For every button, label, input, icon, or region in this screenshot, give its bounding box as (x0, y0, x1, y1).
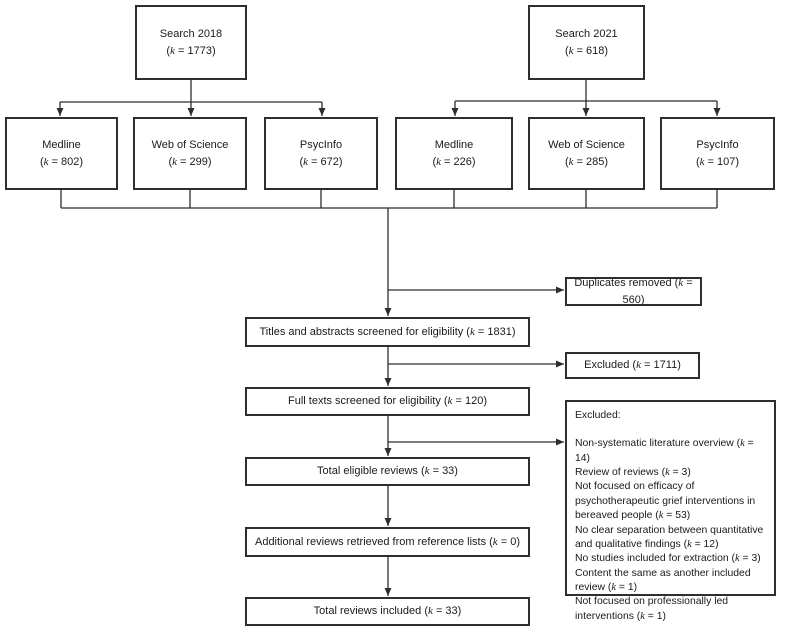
box-duplicates-removed: Duplicates removed (k = 560) (565, 277, 702, 306)
box-web-of-science-2018-label: Web of Science (151, 139, 229, 151)
box-web-of-science-2018-count: (k = 299) (168, 155, 212, 168)
box-additional-reviews: Additional reviews retrieved from refere… (245, 527, 530, 557)
box-psycinfo-2021-count: (k = 107) (695, 155, 740, 168)
box-psycinfo-2021: PsycInfo (k = 107) (660, 117, 775, 190)
box-medline-2021-label: Medline (434, 139, 474, 151)
box-total-included: Total reviews included (k = 33) (245, 597, 530, 626)
box-excluded-titles-label: Excluded (k = 1711) (584, 359, 681, 372)
excluded-detail-item: Content the same as another included rev… (575, 567, 751, 593)
box-psycinfo-2018-count: (k = 672) (299, 155, 343, 168)
excluded-detail-item: Non-systematic literature overview (k = … (575, 438, 754, 464)
box-titles-screened: Titles and abstracts screened for eligib… (245, 317, 530, 347)
excluded-detail-item: Review of reviews (k = 3) (575, 467, 691, 479)
box-full-texts-screened-label: Full texts screened for eligibility (k =… (287, 395, 487, 408)
box-psycinfo-2018: PsycInfo (k = 672) (264, 117, 378, 190)
box-search-2021-count: (k = 618) (564, 44, 609, 57)
box-additional-reviews-label: Additional reviews retrieved from refere… (254, 535, 521, 548)
box-total-included-label: Total reviews included (k = 33) (313, 605, 462, 618)
excluded-detail-title: Excluded: (575, 410, 621, 421)
excluded-detail-item: No clear separation between quantitative… (575, 524, 764, 550)
box-duplicates-removed-label: Duplicates removed (k = 560) (574, 277, 693, 306)
box-search-2021-label: Search 2021 (555, 28, 618, 40)
box-search-2018-count: (k = 1773) (166, 44, 216, 57)
box-web-of-science-2021: Web of Science (k = 285) (528, 117, 645, 190)
box-medline-2018-label: Medline (42, 139, 81, 151)
box-web-of-science-2021-label: Web of Science (548, 139, 625, 151)
box-psycinfo-2021-label: PsycInfo (696, 139, 739, 151)
box-search-2018: Search 2018 (k = 1773) (135, 5, 247, 80)
box-full-texts-screened: Full texts screened for eligibility (k =… (245, 387, 530, 416)
box-psycinfo-2018-label: PsycInfo (299, 139, 343, 151)
box-medline-2021-count: (k = 226) (432, 155, 476, 168)
box-total-eligible: Total eligible reviews (k = 33) (245, 457, 530, 486)
box-titles-screened-label: Titles and abstracts screened for eligib… (259, 325, 516, 338)
box-medline-2021: Medline (k = 226) (395, 117, 513, 190)
excluded-detail-item: Not focused on efficacy of psychotherape… (575, 481, 756, 522)
box-web-of-science-2018: Web of Science (k = 299) (133, 117, 247, 190)
box-search-2018-label: Search 2018 (159, 28, 223, 40)
box-excluded-detail: Excluded: Non-systematic literature over… (565, 400, 776, 622)
box-web-of-science-2021-count: (k = 285) (564, 155, 609, 168)
box-excluded-titles: Excluded (k = 1711) (565, 352, 700, 379)
box-medline-2018: Medline (k = 802) (5, 117, 118, 190)
box-total-eligible-label: Total eligible reviews (k = 33) (317, 465, 458, 478)
box-medline-2018-count: (k = 802) (39, 155, 84, 168)
excluded-detail-item: No studies included for extraction (k = … (575, 553, 761, 565)
excluded-detail-item: Not focused on professionally led interv… (575, 596, 729, 622)
box-search-2021: Search 2021 (k = 618) (528, 5, 645, 80)
